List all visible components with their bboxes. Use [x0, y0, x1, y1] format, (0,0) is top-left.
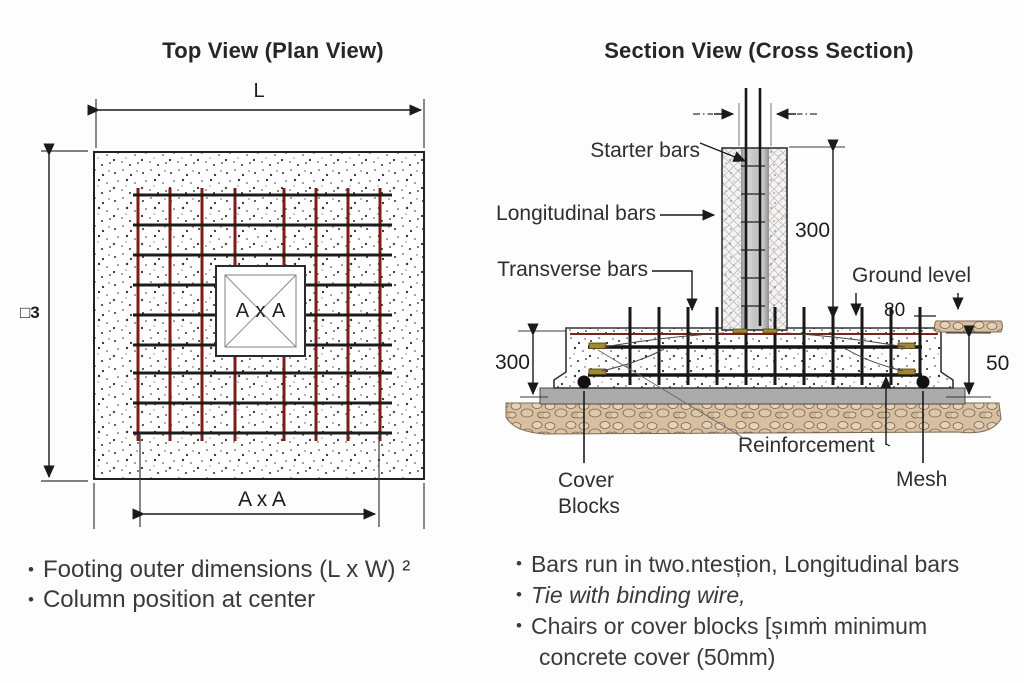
plan-column-label: A x A	[235, 300, 287, 322]
bullet-marker: •	[28, 560, 34, 579]
plan-notes: • Footing outer dimensions (L x W) ² • C…	[28, 555, 488, 615]
plan-width-dim-label: □3	[20, 303, 40, 322]
section-notes: • Bars run in two.ntesțion, Longitudinal…	[516, 549, 1016, 673]
bullet-marker: •	[28, 590, 34, 609]
section-view-title: Section View (Cross Section)	[604, 38, 914, 63]
reinforcement-label: Reinforcement	[738, 434, 875, 457]
column-height-dim-label: 300	[795, 219, 831, 242]
mesh-label: Mesh	[896, 468, 948, 491]
cover-blocks-label: Cover Blocks	[558, 469, 620, 518]
plan-column-dim-label: A x A	[238, 488, 286, 511]
starter-bars-label: Starter bars	[590, 139, 700, 162]
section-note-1: • Bars run in two.ntesțion, Longitudinal…	[516, 551, 960, 577]
edge-offset-dim-label: 80	[884, 300, 906, 321]
section-note-2: • Tie with binding wire,	[516, 582, 746, 608]
bullet-marker: •	[516, 616, 522, 635]
plan-length-dim-label: L	[253, 80, 265, 102]
bullet-marker: •	[516, 585, 522, 604]
longitudinal-bars-label: Longitudinal bars	[496, 202, 656, 225]
section-note-3: • Chairs or cover blocks [șımṁ minimum	[516, 613, 928, 639]
footing-depth-dim-label: 300	[494, 351, 530, 374]
section-note-3-cont: concrete cover (50mm)	[539, 644, 776, 670]
ground-level-label: Ground level	[852, 264, 972, 287]
plan-view-title: Top View (Plan View)	[162, 38, 384, 63]
plan-note-1: • Footing outer dimensions (L x W) ²	[28, 556, 411, 583]
cover-depth-dim-label: 50	[986, 352, 1010, 375]
bullet-marker: •	[516, 554, 522, 573]
transverse-bars-label: Transverse bars	[497, 258, 648, 281]
plan-note-2: • Column position at center	[28, 586, 316, 613]
